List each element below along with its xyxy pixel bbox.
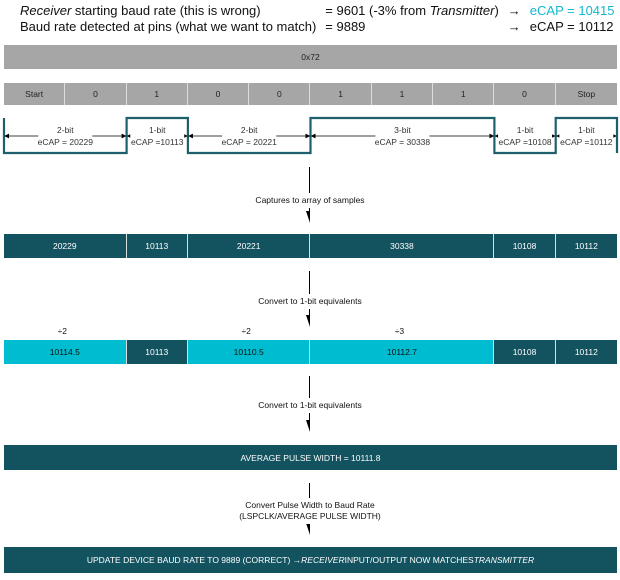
byte-label: 0x72	[4, 45, 617, 69]
bit-cell: Start	[4, 83, 66, 105]
one-bit-cell: 10110.5	[187, 340, 311, 364]
signal-trace	[2, 116, 619, 155]
label-bg	[559, 125, 614, 148]
header-line1-value: = 9601 (-3% from Transmitter)	[325, 3, 499, 18]
label-bg	[38, 125, 93, 148]
header-line1-label: Receiver starting baud rate (this is wro…	[20, 3, 261, 18]
one-bit-cell: 10112.7	[310, 340, 495, 364]
pulse-bits-label: 1-bit	[578, 125, 595, 135]
header-line2-value: = 9889	[325, 19, 366, 34]
bit-cell: 1	[310, 83, 372, 105]
final-bar: UPDATE DEVICE BAUD RATE TO 9889 (CORRECT…	[4, 547, 617, 573]
header-line1-result: eCAP = 10415	[529, 3, 615, 18]
header-line1-arrow: →	[507, 3, 521, 18]
header: Receiver starting baud rate (this is wro…	[20, 3, 615, 34]
pulse-bits-label: 3-bit	[394, 125, 411, 135]
divisor-label: ÷2	[241, 326, 251, 336]
pulse-bits-label: 1-bit	[149, 125, 166, 135]
bit-cell: 0	[494, 83, 556, 105]
step-captures: Captures to array of samples	[255, 193, 365, 208]
bit-cell: 0	[249, 83, 311, 105]
label-bg	[130, 125, 185, 148]
one-bit-cell: 10114.5	[4, 340, 127, 364]
pulse-ecap-label: eCAP =10112	[560, 137, 613, 147]
divisor-label: ÷3	[394, 326, 405, 336]
header-line2-arrow: →	[507, 19, 521, 34]
bit-cell: 1	[126, 83, 188, 105]
sample-cell: 10113	[126, 234, 188, 258]
pulse-bits-label: 2-bit	[57, 125, 74, 135]
step-baud: Convert Pulse Width to Baud Rate (LSPCLK…	[239, 498, 381, 524]
step-convert: Convert to 1-bit equivalents	[258, 294, 362, 309]
waveform: 2-bit eCAP = 20229 1-bit eCAP =10113 2-bit eC…	[2, 116, 619, 155]
bit-cell: 0	[65, 83, 127, 105]
sample-cell: 30338	[310, 234, 495, 258]
arrow-down-icon	[306, 271, 310, 327]
arrow-down-icon	[306, 483, 310, 535]
arrow-down-icon	[306, 167, 310, 223]
pulse-ecap-label: eCAP = 20229	[38, 137, 94, 147]
arrow-down-icon	[306, 376, 310, 432]
average-bar: AVERAGE PULSE WIDTH = 10111.8	[4, 445, 617, 470]
label-bg	[375, 125, 430, 148]
final-label: UPDATE DEVICE BAUD RATE TO 9889 (CORRECT…	[4, 547, 617, 573]
header-line2-label: Baud rate detected at pins (what we want…	[20, 19, 317, 34]
pulse-ecap-label: eCAP =10108	[499, 137, 552, 147]
step-baud-line1: Convert Pulse Width to Baud Rate	[245, 500, 375, 510]
sample-cell: 10112	[555, 234, 617, 258]
step-convert-2: Convert to 1-bit equivalents	[258, 398, 362, 413]
average-label: AVERAGE PULSE WIDTH = 10111.8	[4, 445, 617, 470]
one-bit-cell: 10113	[126, 340, 188, 364]
bit-cell: Stop	[555, 83, 617, 105]
header-line2-result: eCAP = 10112	[529, 19, 614, 34]
bit-cell: 1	[371, 83, 434, 105]
label-bg	[222, 125, 277, 148]
pulse-bits-label: 1-bit	[517, 125, 534, 135]
one-bit-cell: 10108	[494, 340, 556, 364]
divisor-label: ÷2	[57, 326, 67, 336]
pulse-ecap-label: eCAP = 20221	[222, 137, 278, 147]
pulse-bits-label: 2-bit	[241, 125, 258, 135]
sample-cell: 20229	[4, 234, 127, 258]
bit-cell: 1	[433, 83, 495, 105]
pulse-ecap-label: eCAP = 30338	[375, 137, 431, 147]
sample-cell: 20221	[187, 234, 311, 258]
label-bg	[498, 125, 553, 148]
pulse-ecap-label: eCAP =10113	[131, 137, 184, 147]
sample-cell: 10108	[494, 234, 556, 258]
one-bit-cell: 10112	[555, 340, 617, 364]
step-baud-line2: (LSPCLK/AVERAGE PULSE WIDTH)	[239, 511, 381, 521]
byte-bar: 0x72	[4, 45, 617, 69]
bit-cell: 0	[187, 83, 250, 105]
